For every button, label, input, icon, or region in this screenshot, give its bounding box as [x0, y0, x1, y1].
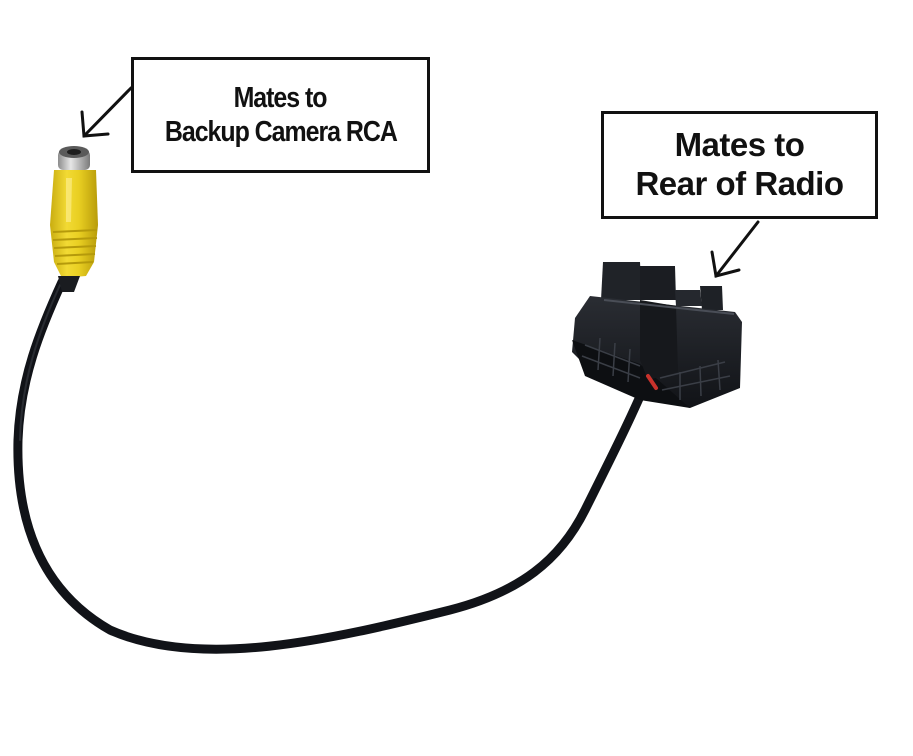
callout-backup-camera: Mates to Backup Camera RCA	[131, 57, 430, 173]
rca-jack	[50, 146, 98, 292]
radio-connector	[572, 262, 742, 408]
callout-camera-line1: Mates to	[234, 81, 328, 114]
arrow-to-connector-icon	[710, 220, 760, 278]
callout-camera-line2: Backup Camera RCA	[164, 116, 398, 148]
callout-radio-line1: Mates to	[674, 126, 805, 164]
callout-radio-line2: Rear of Radio	[635, 165, 844, 202]
callout-rear-of-radio: Mates to Rear of Radio	[601, 111, 878, 219]
arrow-to-rca-icon	[80, 86, 133, 138]
cable	[13, 277, 650, 654]
